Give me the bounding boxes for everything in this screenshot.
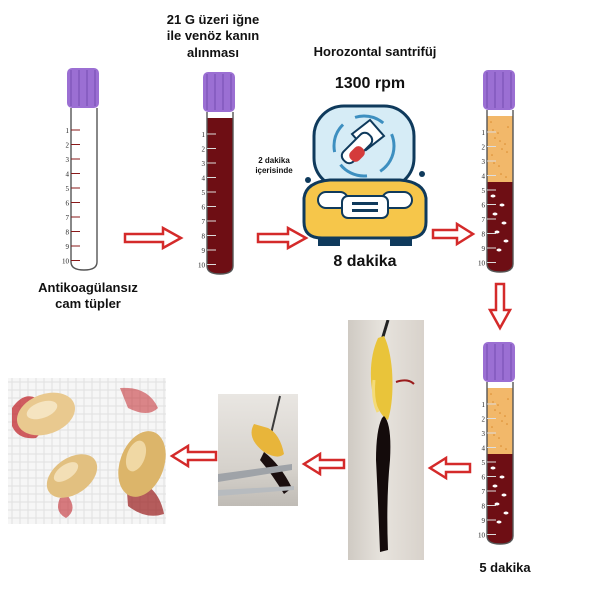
tube-scale-label: 3: [202, 160, 206, 168]
tube-scale-label: 3: [482, 158, 486, 166]
arrow-right-icon: [123, 225, 184, 251]
tube-cap: [483, 70, 515, 110]
tube-icon-separated-8min: 1 2 3 4 5 6 7 8 9 10: [478, 70, 515, 273]
tube-scale-label: 10: [478, 260, 486, 268]
label-within: 2 dakika içerisinde: [255, 156, 293, 175]
centrifuge-lid: [312, 104, 416, 190]
tube-scale-label: 10: [198, 262, 206, 270]
tube-scale-label: 7: [482, 488, 486, 496]
label-draw: 21 G üzeri iğne ile venöz kanın alınması: [166, 12, 260, 60]
tube-scale-label: 10: [478, 532, 486, 540]
tube-cap: [203, 72, 235, 112]
photo-fibrin-clots: [8, 378, 166, 524]
tube-scale-label: 9: [202, 247, 206, 255]
tube-scale-label: 1: [202, 131, 206, 139]
tube-scale-label: 6: [66, 200, 70, 208]
tube-scale-label: 5: [482, 459, 486, 467]
tube-scale-label: 10: [62, 258, 70, 266]
tube-scale-label: 6: [482, 202, 486, 210]
tube-outline: [486, 382, 514, 545]
tube-scale-label: 9: [482, 245, 486, 253]
centrifuge-icon: [302, 104, 428, 246]
tube-scale-label: 1: [482, 129, 486, 137]
tube-scale-label: 2: [482, 416, 486, 424]
tube-scale-label: 4: [482, 173, 486, 181]
tube-scale-label: 8: [202, 233, 206, 241]
tube-scale-label: 3: [482, 430, 486, 438]
arrow-right-icon: [256, 225, 309, 251]
tube-icon-empty: 1 2 3 4 5 6 7 8 9 10: [62, 68, 99, 271]
photo-clot-extraction: [348, 320, 424, 560]
arrow-left-icon: [169, 443, 218, 469]
tube-scale-label: 7: [482, 216, 486, 224]
tube-cap: [483, 342, 515, 382]
tube-icon-blood: 1 2 3 4 5 6 7 8 9 10: [198, 72, 235, 275]
centrifuge-body: [302, 178, 428, 246]
label-time-5: 5 dakika: [479, 560, 531, 575]
tube-outline: [206, 112, 234, 275]
arrow-left-icon: [427, 455, 472, 481]
tube-outline: [70, 108, 98, 271]
arrow-right-icon: [431, 221, 476, 247]
tube-scale-label: 4: [66, 171, 70, 179]
tube-icon-separated-5min: 1 2 3 4 5 6 7 8 9 10: [478, 342, 515, 545]
arrow-down-icon: [487, 282, 513, 331]
label-centrifuge-title: Horozontal santrifüj: [313, 44, 437, 59]
tube-scale-label: 3: [66, 156, 70, 164]
tube-scale-label: 2: [482, 144, 486, 152]
tube-scale-label: 6: [202, 204, 206, 212]
tube-scale-label: 9: [66, 243, 70, 251]
tube-scale-label: 6: [482, 474, 486, 482]
arrow-left-icon: [301, 451, 346, 477]
tube-scale-label: 2: [66, 142, 70, 150]
tube-scale-label: 7: [202, 218, 206, 226]
tube-scale-label: 4: [202, 175, 206, 183]
label-rpm: 1300 rpm: [334, 75, 406, 92]
tube-scale-label: 5: [66, 185, 70, 193]
tube-scale-label: 1: [66, 127, 70, 135]
tube-outline: [486, 110, 514, 273]
tube-scale-label: 4: [482, 445, 486, 453]
tube-scale-label: 1: [482, 401, 486, 409]
tube-scale-label: 8: [482, 503, 486, 511]
tube-scale-label: 9: [482, 517, 486, 525]
tube-scale-label: 8: [66, 229, 70, 237]
tube-cap: [67, 68, 99, 108]
tube-scale-label: 5: [202, 189, 206, 197]
label-time-8: 8 dakika: [333, 253, 397, 270]
label-tubes: Antikoagülansız cam tüpler: [38, 280, 138, 312]
tube-scale-label: 2: [202, 146, 206, 154]
tube-scale-label: 7: [66, 214, 70, 222]
photo-forceps-clot: [218, 394, 298, 518]
tube-scale-label: 8: [482, 231, 486, 239]
tube-scale-label: 5: [482, 187, 486, 195]
